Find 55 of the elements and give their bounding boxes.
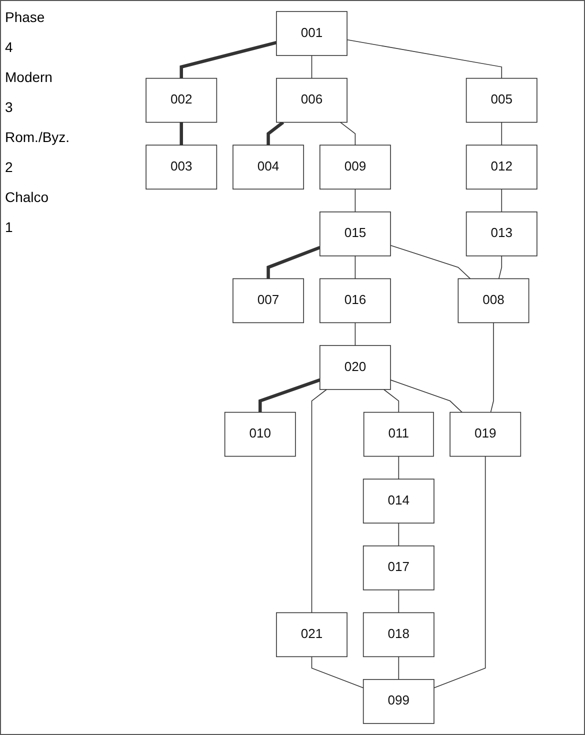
connector — [398, 522, 400, 546]
connector — [180, 122, 183, 146]
node-box: 004 — [232, 144, 304, 190]
connector — [390, 244, 471, 280]
connector — [501, 188, 502, 212]
connector — [311, 389, 327, 614]
connector — [383, 389, 400, 413]
node-box: 020 — [319, 345, 391, 390]
node-box: 012 — [466, 144, 538, 190]
node-box: 016 — [319, 278, 391, 324]
node-box: 001 — [276, 11, 348, 56]
phase-number: 1 — [5, 219, 14, 235]
node-box: 014 — [362, 478, 434, 524]
phase-label: Rom./Byz. — [5, 129, 71, 145]
node-box: 017 — [362, 546, 434, 590]
node-box: 003 — [146, 144, 218, 190]
node-box: 015 — [319, 212, 391, 256]
phase-label: Modern — [5, 69, 54, 85]
phase-label: Chalco — [5, 189, 50, 205]
connector — [398, 456, 400, 480]
connector — [346, 39, 502, 79]
node-box: 021 — [276, 612, 348, 658]
node-box: 011 — [363, 412, 434, 457]
connector — [490, 322, 494, 413]
node-box: 005 — [466, 78, 538, 123]
connector — [354, 256, 356, 280]
node-box: 099 — [362, 679, 434, 724]
connector — [398, 589, 400, 614]
connector — [498, 256, 502, 280]
connector — [434, 456, 486, 688]
connector — [311, 656, 364, 688]
connector — [390, 380, 462, 413]
phase-number: 3 — [5, 99, 14, 115]
node-box: 009 — [319, 144, 391, 190]
connector — [340, 122, 356, 146]
node-box: 019 — [450, 412, 522, 457]
phase-number: 2 — [5, 159, 14, 175]
connector — [501, 122, 502, 146]
node-box: 008 — [458, 278, 530, 324]
node-box: 018 — [362, 612, 434, 658]
connector — [266, 121, 284, 146]
node-box: 010 — [224, 412, 296, 457]
node-box: 007 — [232, 278, 304, 324]
node-box: 013 — [466, 212, 538, 256]
connector — [180, 40, 277, 78]
connector — [398, 656, 400, 680]
phase-label: Phase — [5, 9, 46, 25]
node-box: 002 — [146, 78, 218, 123]
connector — [266, 246, 320, 279]
connector — [258, 378, 320, 412]
connector — [354, 322, 356, 346]
connector — [354, 188, 356, 212]
connector — [311, 55, 312, 79]
phase-number: 4 — [5, 39, 14, 55]
node-box: 006 — [276, 78, 348, 123]
